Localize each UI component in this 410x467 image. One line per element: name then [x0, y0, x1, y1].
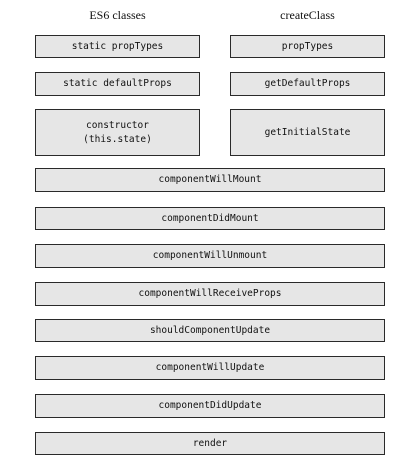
- static-proptypes-box: static propTypes: [35, 35, 200, 58]
- componentwillunmount-box: componentWillUnmount: [35, 244, 385, 268]
- componentdidupdate-box: componentDidUpdate: [35, 394, 385, 418]
- componentwillreceiveprops-box: componentWillReceiveProps: [35, 282, 385, 306]
- getinitialstate-box: getInitialState: [230, 109, 385, 156]
- create-class-heading: createClass: [280, 8, 335, 22]
- static-defaultprops-box: static defaultProps: [35, 72, 200, 96]
- componentdidmount-box: componentDidMount: [35, 207, 385, 230]
- getdefaultprops-box: getDefaultProps: [230, 72, 385, 96]
- shouldcomponentupdate-box: shouldComponentUpdate: [35, 319, 385, 342]
- constructor-box: constructor (this.state): [35, 109, 200, 156]
- es6-classes-heading: ES6 classes: [89, 8, 146, 22]
- render-box: render: [35, 432, 385, 455]
- componentwillupdate-box: componentWillUpdate: [35, 356, 385, 380]
- proptypes-box: propTypes: [230, 35, 385, 58]
- componentwillmount-box: componentWillMount: [35, 168, 385, 192]
